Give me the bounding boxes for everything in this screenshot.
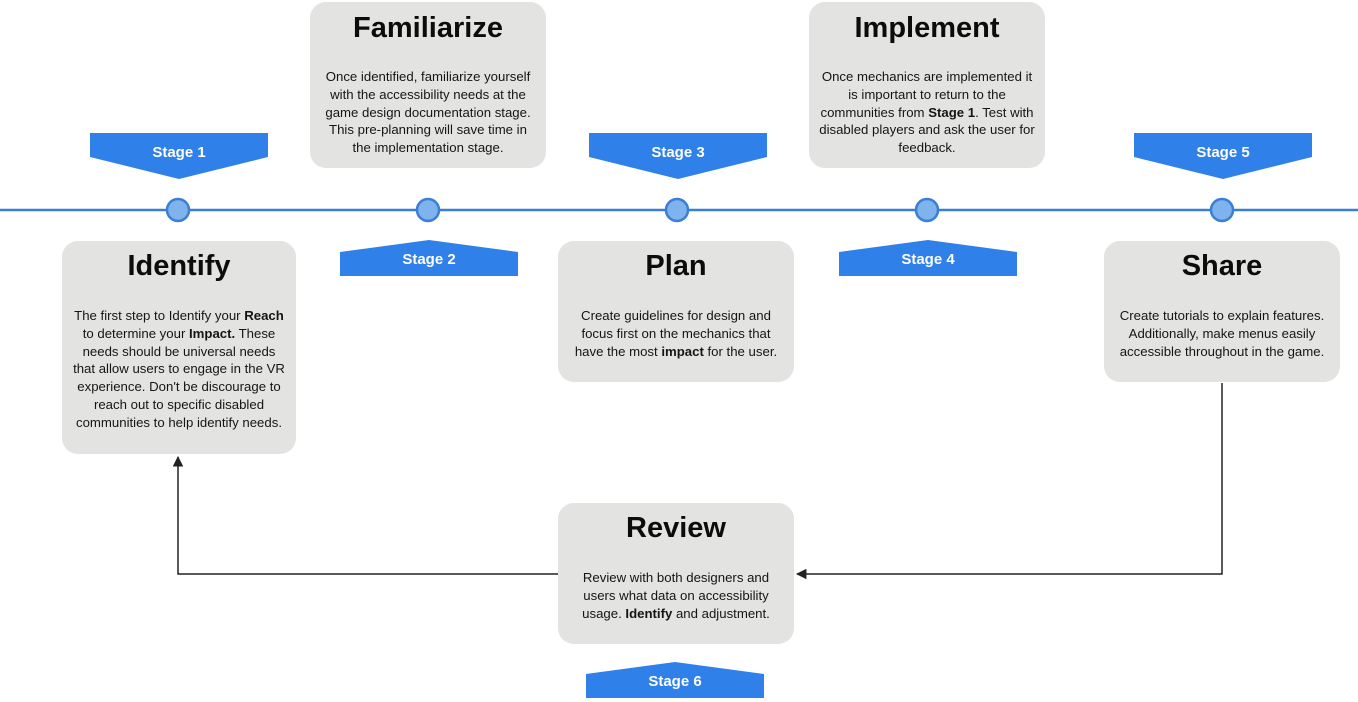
stage-5-banner: [1134, 133, 1312, 179]
stage-5-label: Stage 5: [1196, 144, 1250, 161]
timeline-node-stage-2: [415, 197, 441, 223]
stage-4-banner: [839, 240, 1017, 276]
description-text: Create tutorials to explain features. Ad…: [1119, 308, 1325, 359]
review-title: Review: [626, 512, 726, 544]
bold-term: Stage 1: [928, 104, 976, 120]
bold-term: Reach: [244, 308, 284, 323]
description-text: Once identified, familiarize yourself wi…: [325, 69, 531, 156]
plan-title: Plan: [645, 250, 707, 282]
timeline-node-stage-5: [1209, 197, 1235, 223]
stage-6-label: Stage 6: [648, 673, 702, 690]
stage-3-label: Stage 3: [651, 144, 705, 161]
stage-2-banner: [340, 240, 518, 276]
stage-3-banner: [589, 133, 767, 179]
plan-description: Create guidelines for design and focus f…: [568, 307, 784, 360]
description-text: Once mechanics are implemented it is imp…: [820, 69, 1033, 120]
description-text: The first step to Identify your: [74, 308, 245, 323]
description-text: . Test with disabled players and ask the…: [819, 104, 1035, 156]
description-text: Review with both designers and users wha…: [582, 570, 770, 621]
description-text: These needs should be universal needs th…: [73, 325, 285, 430]
identify-description: The first step to Identify your Reach to…: [72, 307, 286, 432]
implement-description: Once mechanics are implemented it is imp…: [819, 68, 1035, 157]
familiarize-title: Familiarize: [353, 12, 503, 44]
share-title: Share: [1181, 250, 1263, 282]
review-description: Review with both designers and users wha…: [568, 569, 784, 622]
familiarize-description: Once identified, familiarize yourself wi…: [320, 68, 536, 157]
bold-term: Identify: [625, 605, 673, 621]
timeline-node-stage-3: [664, 197, 690, 223]
timeline-node-stage-1: [165, 197, 191, 223]
share-to-review-connector: [795, 383, 1223, 580]
bold-term: Impact.: [189, 325, 236, 341]
stage-1-banner: [90, 133, 268, 179]
timeline-node-stage-4: [914, 197, 940, 223]
stage-2-label: Stage 2: [402, 251, 456, 268]
description-text: to determine your: [82, 325, 190, 341]
description-text: and adjustment.: [672, 605, 770, 621]
bold-term: impact: [661, 343, 704, 359]
stage-6-banner: [586, 662, 764, 698]
share-description: Create tutorials to explain features. Ad…: [1114, 307, 1330, 360]
stage-1-label: Stage 1: [152, 144, 206, 161]
description-text: Create guidelines for design and focus f…: [574, 308, 771, 359]
review-to-identify-connector: [172, 455, 558, 575]
identify-title: Identify: [127, 250, 231, 282]
description-text: for the user.: [703, 343, 778, 359]
stage-4-label: Stage 4: [901, 251, 955, 268]
implement-title: Implement: [854, 12, 1000, 44]
